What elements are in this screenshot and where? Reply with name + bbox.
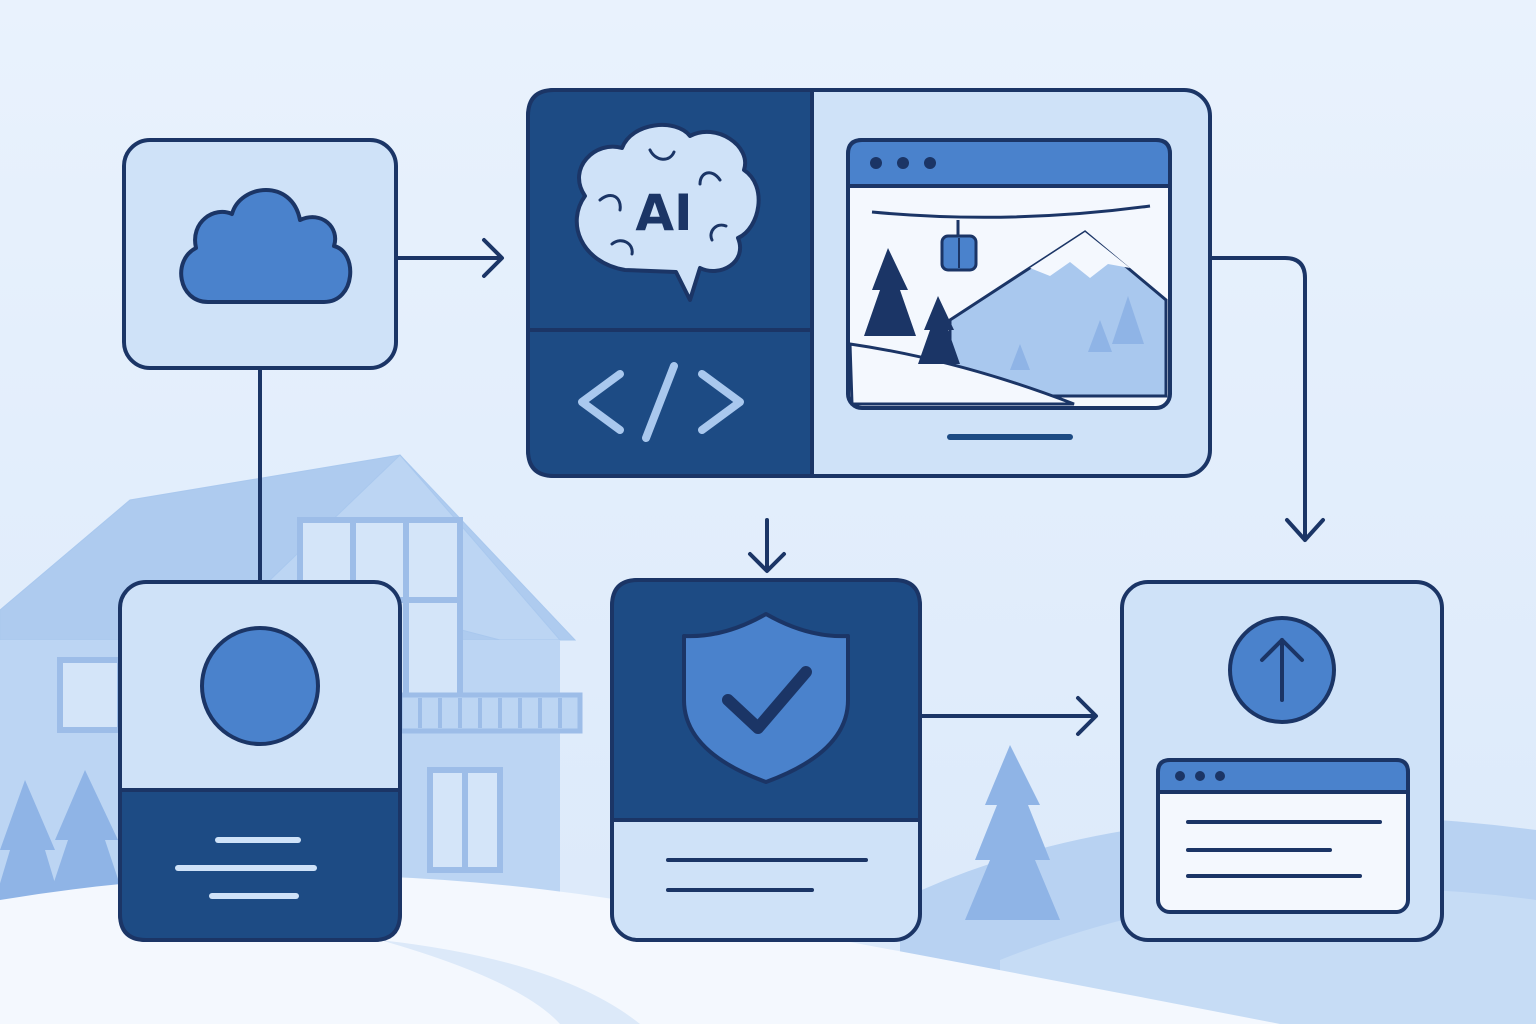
shield-check-icon xyxy=(682,612,850,784)
arrow-down-to-security xyxy=(748,518,786,573)
cloud-icon xyxy=(179,188,353,304)
arrow-security-to-publish xyxy=(920,696,1098,736)
upload-arrow-icon xyxy=(1228,616,1336,724)
arrow-cloud-to-ai xyxy=(396,238,504,278)
circle-avatar-icon xyxy=(200,626,320,746)
ai-label: AI xyxy=(635,184,692,242)
preview-browser-window xyxy=(846,138,1172,440)
publish-node[interactable] xyxy=(1120,580,1444,942)
connectors xyxy=(258,238,1325,736)
ski-scene-icon xyxy=(848,204,1168,406)
profile-node[interactable] xyxy=(118,580,402,942)
arrow-preview-to-publish xyxy=(1210,256,1325,542)
ai-builder-node[interactable]: AI xyxy=(526,88,1212,478)
published-browser-window xyxy=(1156,758,1410,914)
security-node[interactable] xyxy=(610,578,922,942)
pine-trees-left xyxy=(0,770,125,900)
text-lines-icon xyxy=(666,858,868,892)
brain-icon: AI xyxy=(574,122,761,302)
text-lines-icon xyxy=(175,837,317,899)
cloud-node[interactable] xyxy=(122,138,398,370)
pine-tree-right xyxy=(965,745,1060,920)
code-icon xyxy=(578,362,744,442)
